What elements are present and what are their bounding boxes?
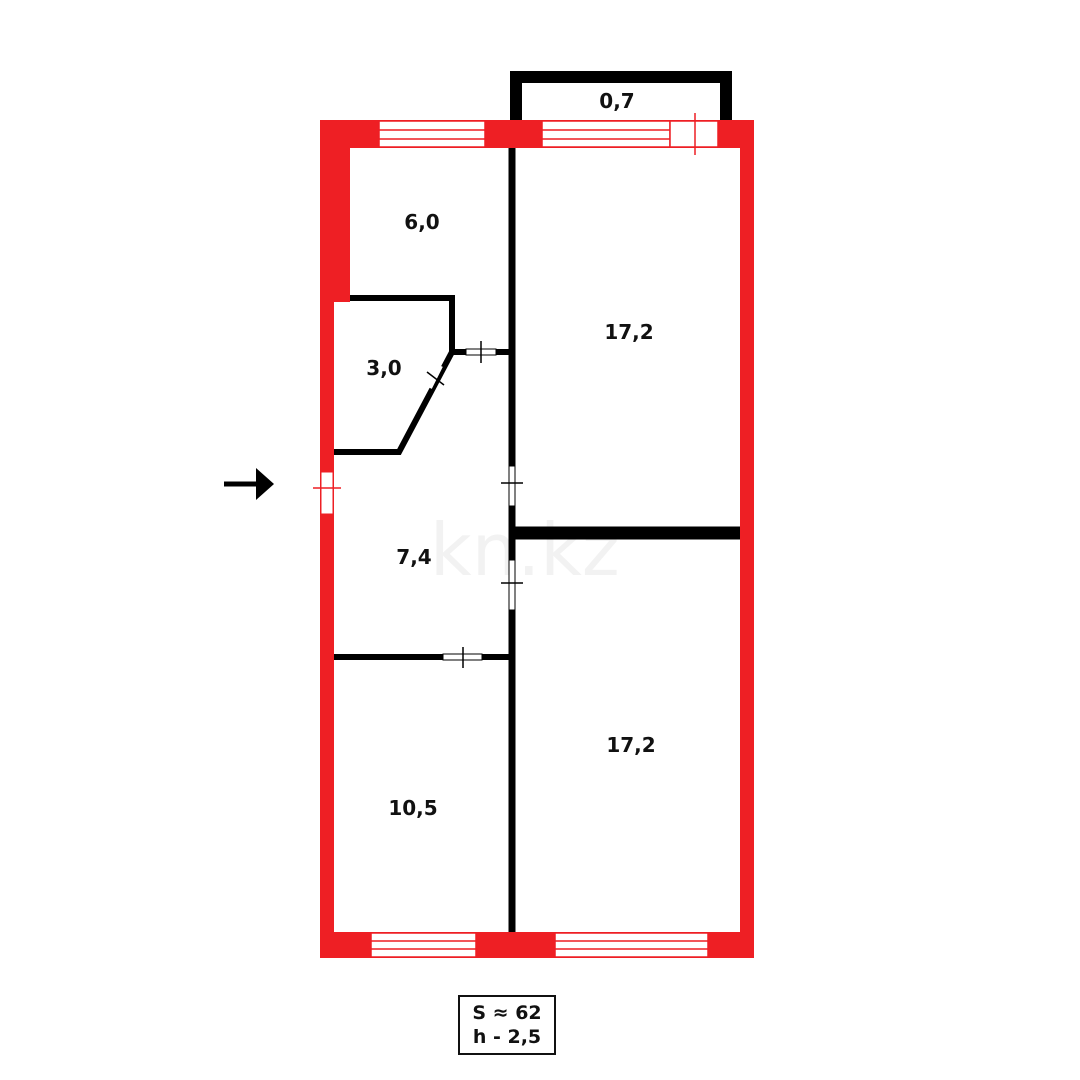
watermark: kn.kz [430,508,620,592]
window-top-left [378,120,486,148]
room-area-kitchen: 10,5 [388,796,437,820]
window-top-right [541,120,671,148]
window-bottom-right [554,932,709,958]
ceiling-height: h - 2,5 [472,1026,542,1048]
room-area-storage: 6,0 [404,210,439,234]
total-area: S ≈ 62 [472,1002,542,1024]
window-bottom-left [370,932,477,958]
arrow-right-icon [224,468,274,500]
door-room-top-right [501,465,523,507]
room-area-top-right: 17,2 [604,320,653,344]
room-area-balcony: 0,7 [599,89,634,113]
door-kitchen [442,647,483,668]
door-bathroom [426,365,445,389]
entrance-door [313,471,341,515]
room-area-bottom-right: 17,2 [606,733,655,757]
summary-box: S ≈ 62 h - 2,5 [458,995,556,1055]
balcony-door [669,113,719,155]
balcony [510,71,732,122]
room-area-bathroom: 3,0 [366,356,401,380]
door-room-bottom-right [501,559,523,611]
door-storage [465,341,497,363]
room-area-hallway: 7,4 [396,545,431,569]
